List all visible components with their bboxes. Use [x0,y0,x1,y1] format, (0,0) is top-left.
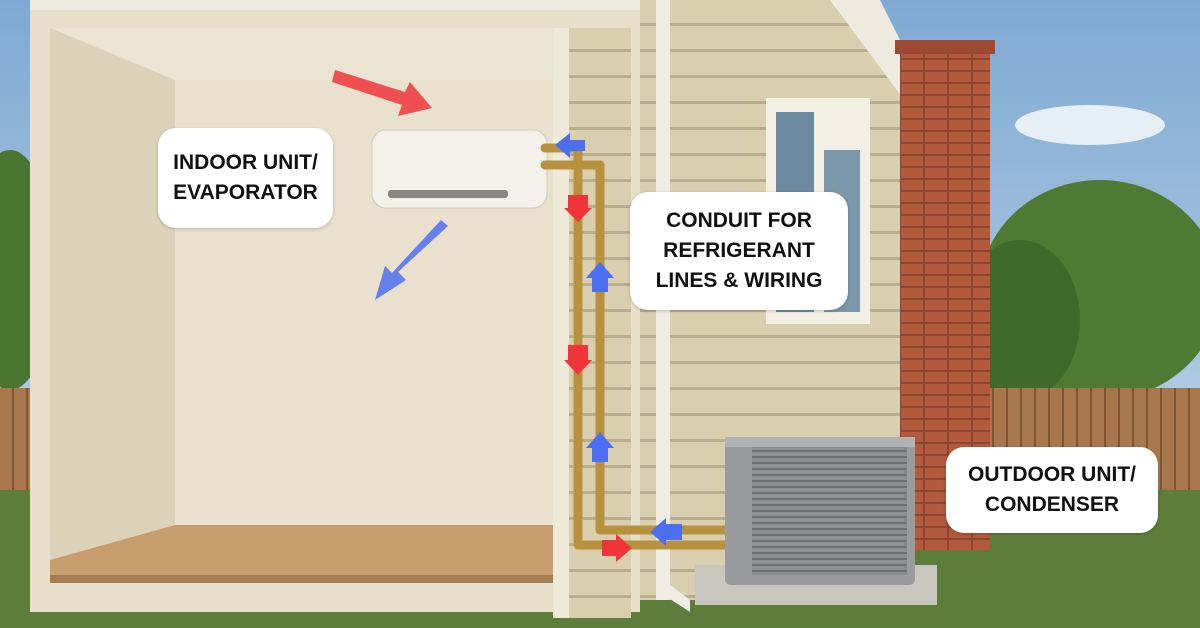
outdoor-unit [695,437,937,605]
pipe-arrow-hot [564,195,592,222]
pipe-arrow-cold [555,133,585,158]
outdoor-label-line1: OUTDOOR UNIT/ [968,463,1136,486]
outdoor-label-line2: CONDENSER [984,493,1120,516]
indoor-label-line1: INDOOR UNIT/ [173,151,318,174]
conduit-label-line3: LINES & WIRING [655,269,823,292]
room-cutaway [30,0,640,618]
cold-air-out-arrow [375,220,448,300]
conduit-label-line2: REFRIGERANT [663,239,815,262]
conduit-label: CONDUIT FOR REFRIGERANT LINES & WIRING [630,192,848,310]
pipe-arrow-cold [586,432,614,462]
fence-left [0,388,35,493]
outdoor-unit-label: OUTDOOR UNIT/ CONDENSER [946,447,1158,533]
hot-air-in-arrow [332,70,432,116]
pipe-arrow-hot [564,345,592,375]
conduit-label-line1: CONDUIT FOR [666,209,812,232]
cloud [1015,105,1165,145]
indoor-label-line2: EVAPORATOR [173,181,318,204]
corner-post [553,28,569,618]
indoor-unit-label: INDOOR UNIT/ EVAPORATOR [158,128,333,228]
pipe-arrow-hot [602,534,632,562]
airflow-arrows [332,70,682,562]
pipe-arrow-cold [586,262,614,292]
indoor-unit [371,129,548,209]
pipe-arrow-cold [650,518,682,546]
